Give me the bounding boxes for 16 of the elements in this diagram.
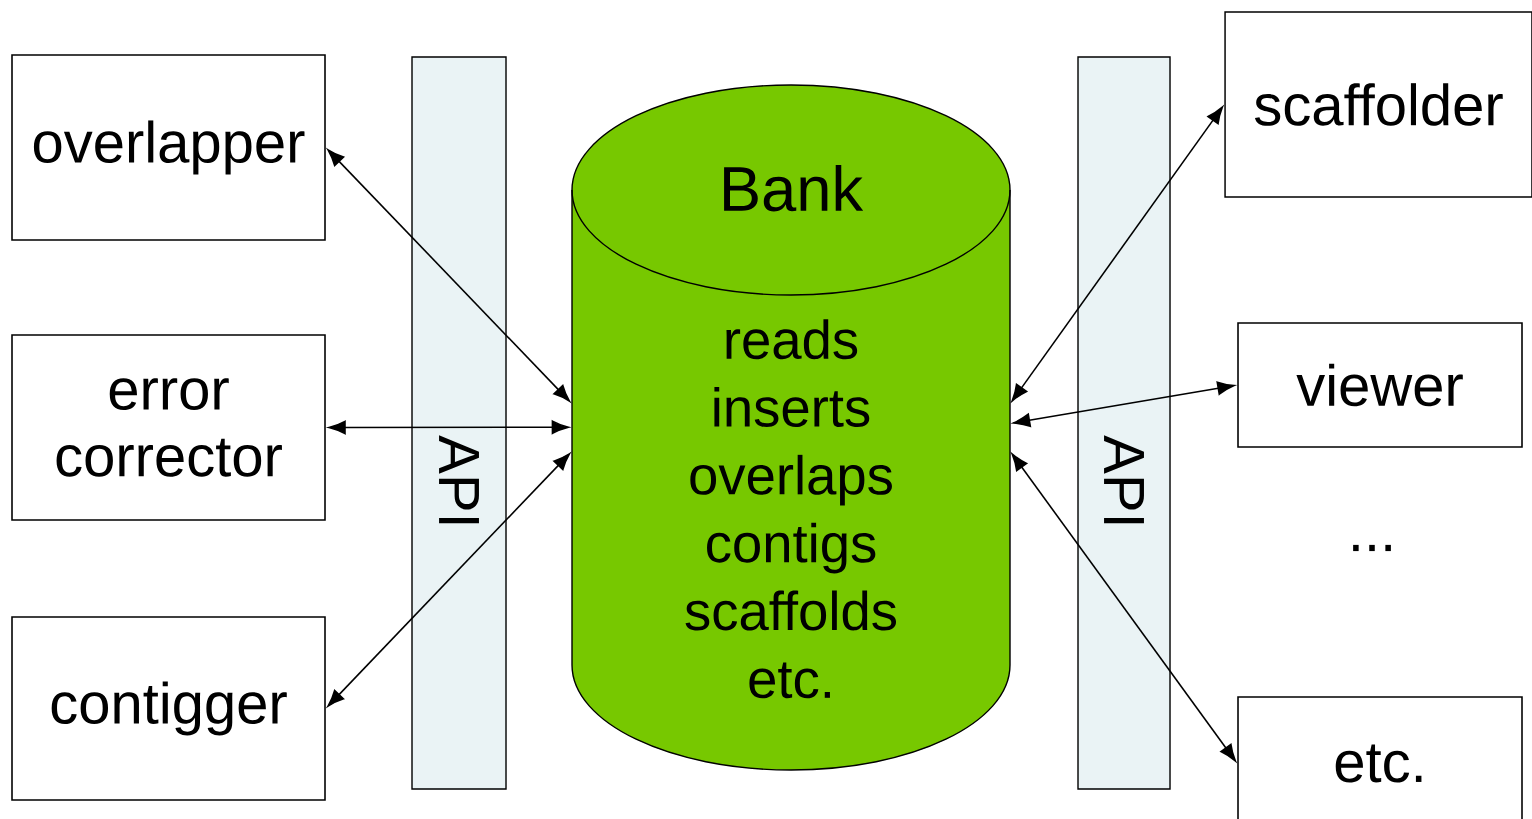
arrow — [1012, 381, 1235, 428]
arrow — [1011, 453, 1237, 762]
database-cylinder: Bank reads inserts overlaps contigs scaffolds etc. — [571, 84, 1011, 771]
arrow — [327, 149, 571, 402]
process-box: viewer — [1237, 322, 1523, 448]
process-box: overlapper — [11, 54, 326, 241]
arrow — [1011, 106, 1224, 402]
api-label: API — [1104, 435, 1144, 524]
arrow — [328, 420, 570, 435]
ellipsis-label: ... — [1353, 544, 1391, 552]
process-box: scaffolder — [1224, 11, 1532, 198]
arrow — [327, 453, 571, 707]
process-box: etc. — [1237, 696, 1523, 819]
process-box: contigger — [11, 616, 326, 801]
process-box: error corrector — [11, 334, 326, 521]
api-label: API — [439, 435, 479, 524]
